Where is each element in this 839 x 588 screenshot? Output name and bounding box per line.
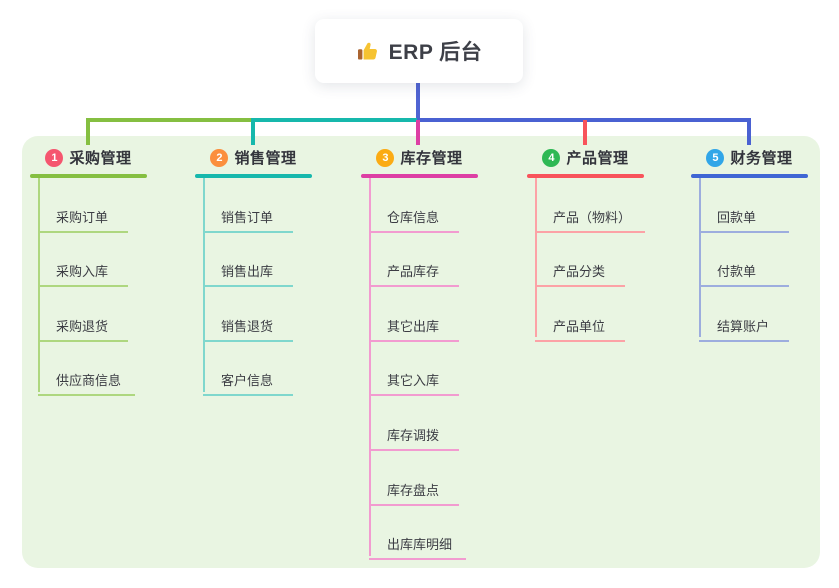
branch-sales-underline <box>195 174 312 178</box>
child-label: 付款单 <box>717 264 757 280</box>
child-node[interactable]: 销售出库 <box>203 233 293 288</box>
child-node[interactable]: 出库库明细 <box>369 506 467 561</box>
branch-product-vline <box>535 178 537 337</box>
branch-inventory-vline <box>369 178 371 556</box>
child-node[interactable]: 付款单 <box>699 233 789 288</box>
branch-product-title: 产品管理 <box>566 150 629 167</box>
connector-drop-purchase <box>86 118 90 145</box>
connector-bus-teal <box>251 118 421 122</box>
branches-panel <box>22 136 820 568</box>
branch-sales-header[interactable]: 2 销售管理 <box>195 146 312 169</box>
root-title: ERP 后台 <box>388 41 483 64</box>
branch-finance-children: 回款单 付款单 结算账户 <box>699 178 823 342</box>
branch-finance-underline <box>691 174 808 178</box>
child-node[interactable]: 产品（物料） <box>535 178 646 233</box>
branch-purchase-title: 采购管理 <box>69 150 132 167</box>
child-node[interactable]: 采购入库 <box>38 233 128 288</box>
connector-drop-inventory <box>416 120 420 145</box>
child-label: 其它出库 <box>387 318 440 334</box>
branch-purchase-underline <box>30 174 147 178</box>
child-label: 采购入库 <box>56 264 109 280</box>
child-label: 产品（物料） <box>553 209 632 225</box>
child-label: 库存盘点 <box>387 482 440 498</box>
branch-product-header[interactable]: 4 产品管理 <box>527 146 644 169</box>
child-label: 产品分类 <box>553 264 606 280</box>
child-node[interactable]: 其它出库 <box>369 287 459 342</box>
branch-purchase-header[interactable]: 1 采购管理 <box>30 146 147 169</box>
branch-finance: 5 财务管理 回款单 付款单 结算账户 <box>691 146 823 342</box>
root-node[interactable]: ERP 后台 <box>315 19 523 83</box>
child-label: 仓库信息 <box>387 209 440 225</box>
badge-1: 1 <box>45 148 64 167</box>
branch-finance-vline <box>699 178 701 337</box>
child-node[interactable]: 库存调拨 <box>369 396 459 451</box>
branch-product-underline <box>527 174 644 178</box>
child-node[interactable]: 产品单位 <box>535 287 625 342</box>
branch-purchase-children: 采购订单 采购入库 采购退货 供应商信息 <box>38 178 162 397</box>
connector-drop-product <box>583 120 587 145</box>
branch-product: 4 产品管理 产品（物料） 产品分类 产品单位 <box>527 146 659 342</box>
branch-purchase: 1 采购管理 采购订单 采购入库 采购退货 供应商信息 <box>30 146 162 397</box>
branch-purchase-vline <box>38 178 40 392</box>
child-label: 产品库存 <box>387 264 440 280</box>
child-node[interactable]: 销售订单 <box>203 178 293 233</box>
badge-2: 2 <box>210 148 229 167</box>
branch-sales-vline <box>203 178 205 392</box>
badge-4: 4 <box>542 148 561 167</box>
child-label: 供应商信息 <box>56 373 122 389</box>
child-label: 采购退货 <box>56 318 109 334</box>
child-node[interactable]: 销售退货 <box>203 287 293 342</box>
child-label: 结算账户 <box>717 318 770 334</box>
child-node[interactable]: 采购退货 <box>38 287 128 342</box>
branch-sales-title: 销售管理 <box>234 150 297 167</box>
child-node[interactable]: 产品库存 <box>369 233 459 288</box>
child-label: 出库库明细 <box>387 537 453 553</box>
child-label: 销售出库 <box>221 264 274 280</box>
branch-finance-title: 财务管理 <box>730 150 793 167</box>
child-label: 回款单 <box>717 209 757 225</box>
child-node[interactable]: 仓库信息 <box>369 178 459 233</box>
child-label: 产品单位 <box>553 318 606 334</box>
child-node[interactable]: 客户信息 <box>203 342 293 397</box>
branch-product-children: 产品（物料） 产品分类 产品单位 <box>535 178 659 342</box>
branch-finance-header[interactable]: 5 财务管理 <box>691 146 808 169</box>
child-node[interactable]: 供应商信息 <box>38 342 136 397</box>
branch-inventory-children: 仓库信息 产品库存 其它出库 其它入库 库存调拨 库存盘点 出库库明细 <box>369 178 493 561</box>
child-label: 其它入库 <box>387 373 440 389</box>
connector-root-stem <box>416 83 420 122</box>
child-node[interactable]: 结算账户 <box>699 287 789 342</box>
child-node[interactable]: 采购订单 <box>38 178 128 233</box>
connector-drop-sales <box>251 118 255 145</box>
child-node[interactable]: 其它入库 <box>369 342 459 397</box>
branch-inventory: 3 库存管理 仓库信息 产品库存 其它出库 其它入库 库存调拨 库存盘点 出库库… <box>361 146 493 561</box>
child-label: 客户信息 <box>221 373 274 389</box>
child-label: 库存调拨 <box>387 427 440 443</box>
child-node[interactable]: 库存盘点 <box>369 451 459 506</box>
branch-inventory-underline <box>361 174 478 178</box>
branch-sales: 2 销售管理 销售订单 销售出库 销售退货 客户信息 <box>195 146 327 397</box>
child-node[interactable]: 产品分类 <box>535 233 625 288</box>
child-label: 销售订单 <box>221 209 274 225</box>
branch-sales-children: 销售订单 销售出库 销售退货 客户信息 <box>203 178 327 397</box>
child-label: 销售退货 <box>221 318 274 334</box>
badge-5: 5 <box>706 148 725 167</box>
branch-inventory-header[interactable]: 3 库存管理 <box>361 146 478 169</box>
connector-drop-finance <box>747 118 751 145</box>
branch-inventory-title: 库存管理 <box>400 150 463 167</box>
child-label: 采购订单 <box>56 209 109 225</box>
thumbs-up-icon <box>356 39 380 63</box>
badge-3: 3 <box>376 148 395 167</box>
child-node[interactable]: 回款单 <box>699 178 789 233</box>
connector-bus-green <box>86 118 255 122</box>
